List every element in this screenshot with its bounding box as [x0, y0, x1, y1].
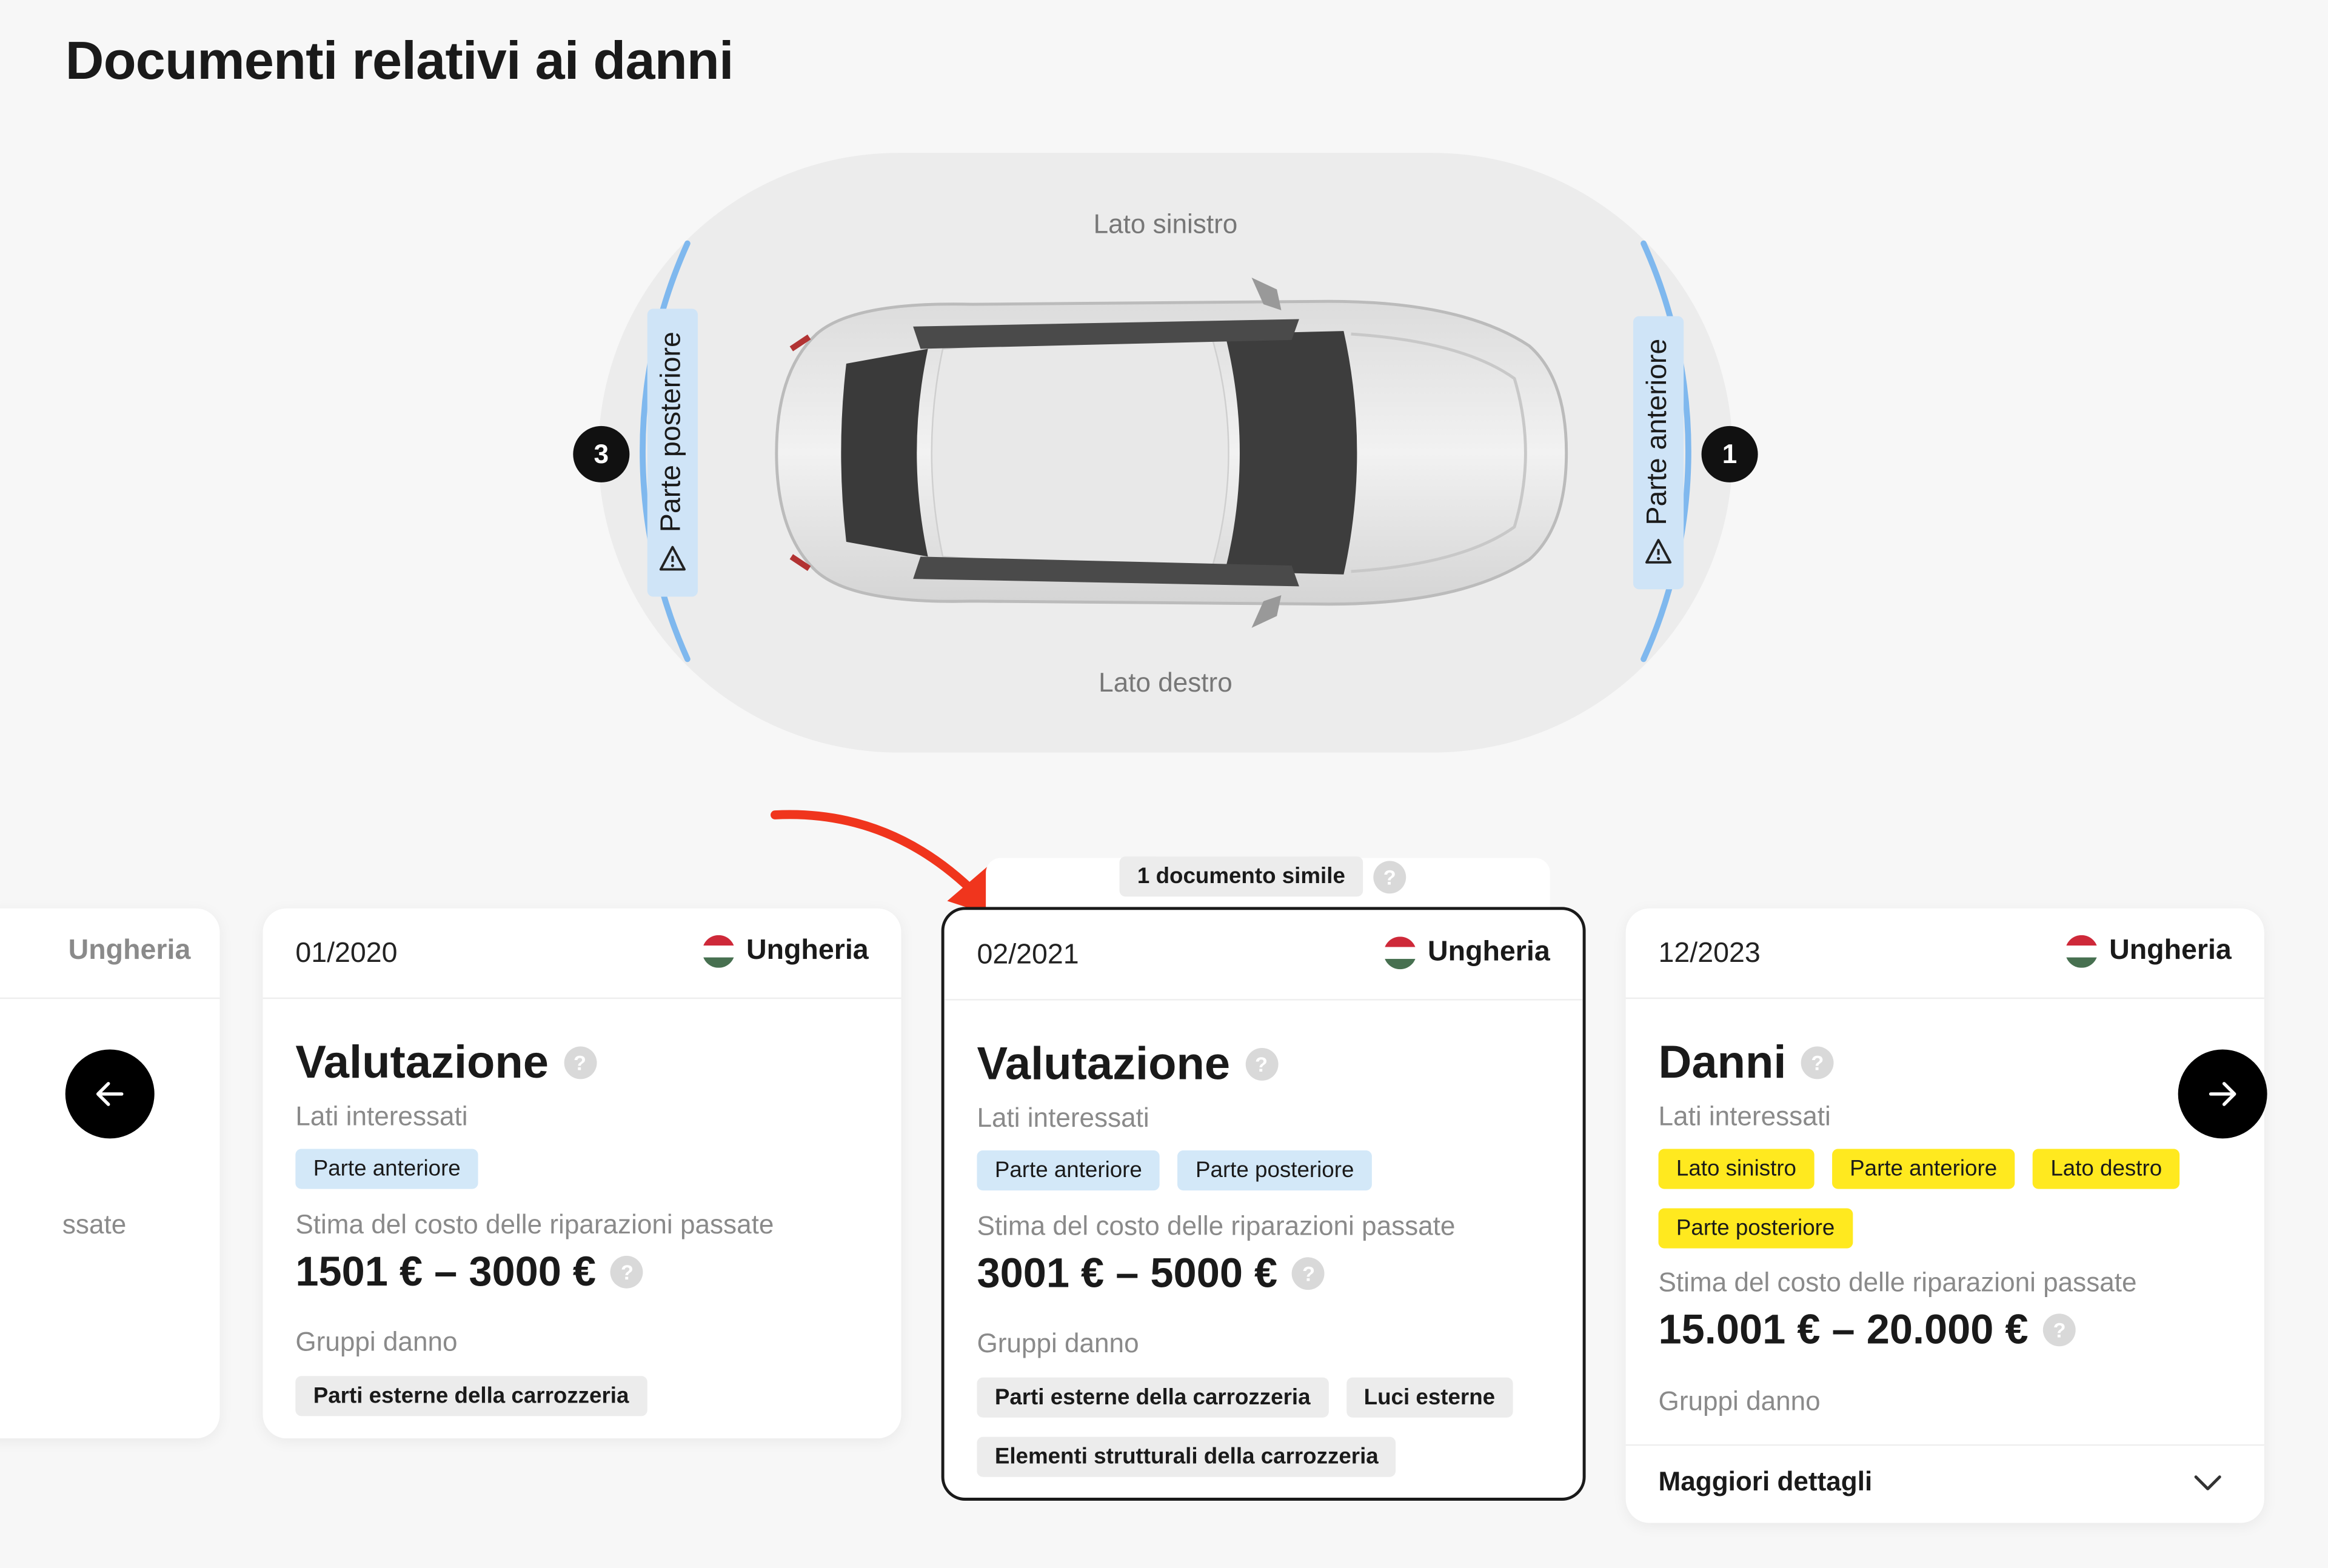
- more-details-label: Maggiori dettagli: [1658, 1466, 1873, 1496]
- card-date: 01/2020: [295, 938, 398, 970]
- side-chip: Parte anteriore: [295, 1149, 479, 1189]
- document-card[interactable]: 01/2020 Ungheria Valutazione ? Lati inte…: [263, 908, 901, 1439]
- tab-front-label: Parte anteriore: [1642, 338, 1674, 525]
- groups-label: Gruppi danno: [295, 1327, 458, 1357]
- next-button[interactable]: [2178, 1049, 2267, 1139]
- sides-label: Lati interessati: [1658, 1101, 1831, 1132]
- tab-rear-label: Parte posteriore: [656, 332, 687, 533]
- warning-icon: [659, 545, 686, 571]
- more-details-button[interactable]: Maggiori dettagli: [1625, 1444, 2264, 1523]
- card-header: 02/2021 Ungheria: [944, 910, 1583, 1001]
- side-chip: Parte posteriore: [1177, 1150, 1372, 1191]
- side-chip: Lato sinistro: [1658, 1149, 1815, 1189]
- card-type-label: Valutazione: [977, 1037, 1231, 1090]
- group-chip: Luci esterne: [1346, 1377, 1513, 1418]
- document-card-selected[interactable]: 02/2021 Ungheria Valutazione ? Lati inte…: [941, 907, 1586, 1501]
- group-chip: Parti esterne della carrozzeria: [977, 1377, 1328, 1418]
- card-country: Ungheria: [1383, 936, 1550, 970]
- sides-chips: Lato sinistro Parte anteriore Lato destr…: [1658, 1149, 2223, 1249]
- cost-value: 3001 € – 5000 € ?: [977, 1250, 1325, 1297]
- sides-chips: Parte anteriore Parte posteriore: [977, 1150, 1559, 1191]
- sides-chips: Parte anteriore: [295, 1149, 877, 1189]
- help-icon[interactable]: ?: [1801, 1046, 1834, 1079]
- sides-label: Lati interessati: [977, 1103, 1149, 1133]
- arrow-left-icon: [96, 1082, 124, 1106]
- car-top-view: [775, 277, 1568, 628]
- country-name: Ungheria: [1428, 936, 1550, 968]
- previous-button[interactable]: [65, 1049, 155, 1139]
- card-country: Ungheria: [68, 935, 191, 967]
- card-type-label: Danni: [1658, 1036, 1787, 1089]
- card-header: Ungheria: [0, 909, 220, 999]
- help-icon[interactable]: ?: [1245, 1047, 1278, 1081]
- cost-label: Stima del costo delle riparazioni passat…: [295, 1209, 774, 1239]
- card-date: 12/2023: [1658, 938, 1761, 970]
- side-chip: Parte anteriore: [977, 1150, 1160, 1191]
- group-chips: Parti esterne della carrozzeria: [295, 1376, 877, 1416]
- hungary-flag-icon: [701, 935, 735, 968]
- warning-icon: [1645, 539, 1672, 564]
- similar-documents-badge[interactable]: 1 documento simile: [1119, 856, 1363, 897]
- group-chip: Parti esterne della carrozzeria: [295, 1376, 647, 1416]
- side-chip: Parte posteriore: [1658, 1208, 1853, 1249]
- card-header: 12/2023 Ungheria: [1625, 909, 2264, 999]
- chevron-down-icon: [2194, 1475, 2221, 1490]
- group-chips: Parti esterne della carrozzeria Luci est…: [977, 1377, 1559, 1477]
- cost-range: 3001 € – 5000 €: [977, 1250, 1278, 1296]
- front-count-badge[interactable]: 1: [1701, 425, 1758, 482]
- card-date: 02/2021: [977, 939, 1079, 971]
- arrow-right-icon: [2209, 1082, 2236, 1106]
- similar-documents-label: 1 documento simile: [1137, 864, 1345, 889]
- cost-label: Stima del costo delle riparazioni passat…: [977, 1211, 1456, 1241]
- country-name: Ungheria: [746, 935, 869, 967]
- hungary-flag-icon: [1383, 936, 1416, 970]
- help-icon[interactable]: ?: [1292, 1257, 1325, 1290]
- hungary-flag-icon: [2064, 935, 2098, 968]
- side-chip: Parte anteriore: [1831, 1149, 2015, 1189]
- document-card-partial[interactable]: Ungheria ssate: [0, 908, 220, 1439]
- help-icon[interactable]: ?: [563, 1046, 597, 1079]
- side-arcs: [640, 240, 1691, 662]
- card-type: Valutazione ?: [977, 1037, 1278, 1091]
- tab-rear[interactable]: Parte posteriore: [647, 309, 698, 597]
- card-type-label: Valutazione: [295, 1036, 549, 1089]
- country-name: Ungheria: [2109, 935, 2232, 967]
- label-right-side: Lato destro: [1099, 668, 1233, 698]
- document-card[interactable]: 12/2023 Ungheria Danni ? Lati interessat…: [1625, 908, 2264, 1523]
- label-left-side: Lato sinistro: [1093, 209, 1238, 239]
- cost-label: Stima del costo delle riparazioni passat…: [1658, 1267, 2137, 1298]
- tab-front[interactable]: Parte anteriore: [1633, 316, 1684, 590]
- card-type: Valutazione ?: [295, 1036, 597, 1089]
- card-header: 01/2020 Ungheria: [263, 909, 901, 999]
- groups-label: Gruppi danno: [977, 1328, 1139, 1358]
- card-country: Ungheria: [701, 935, 869, 968]
- group-chip: Elementi strutturali della carrozzeria: [977, 1436, 1397, 1477]
- cost-value: 15.001 € – 20.000 € ?: [1659, 1306, 2076, 1353]
- groups-label: Gruppi danno: [1658, 1386, 1821, 1416]
- side-chip: Lato destro: [2032, 1149, 2180, 1189]
- card-country: Ungheria: [2064, 935, 2232, 968]
- page-title: Documenti relativi ai danni: [65, 29, 734, 91]
- cost-range: 1501 € – 3000 €: [295, 1248, 597, 1295]
- cost-value: 1501 € – 3000 € ?: [295, 1248, 644, 1296]
- card-type: Danni ?: [1659, 1036, 1834, 1089]
- help-icon[interactable]: ?: [2043, 1313, 2076, 1347]
- help-icon[interactable]: ?: [610, 1255, 644, 1289]
- cost-label: ssate: [62, 1209, 127, 1239]
- help-icon[interactable]: ?: [1373, 861, 1406, 894]
- cost-range: 15.001 € – 20.000 €: [1658, 1306, 2029, 1353]
- rear-count-badge[interactable]: 3: [573, 425, 630, 482]
- sides-label: Lati interessati: [295, 1101, 468, 1132]
